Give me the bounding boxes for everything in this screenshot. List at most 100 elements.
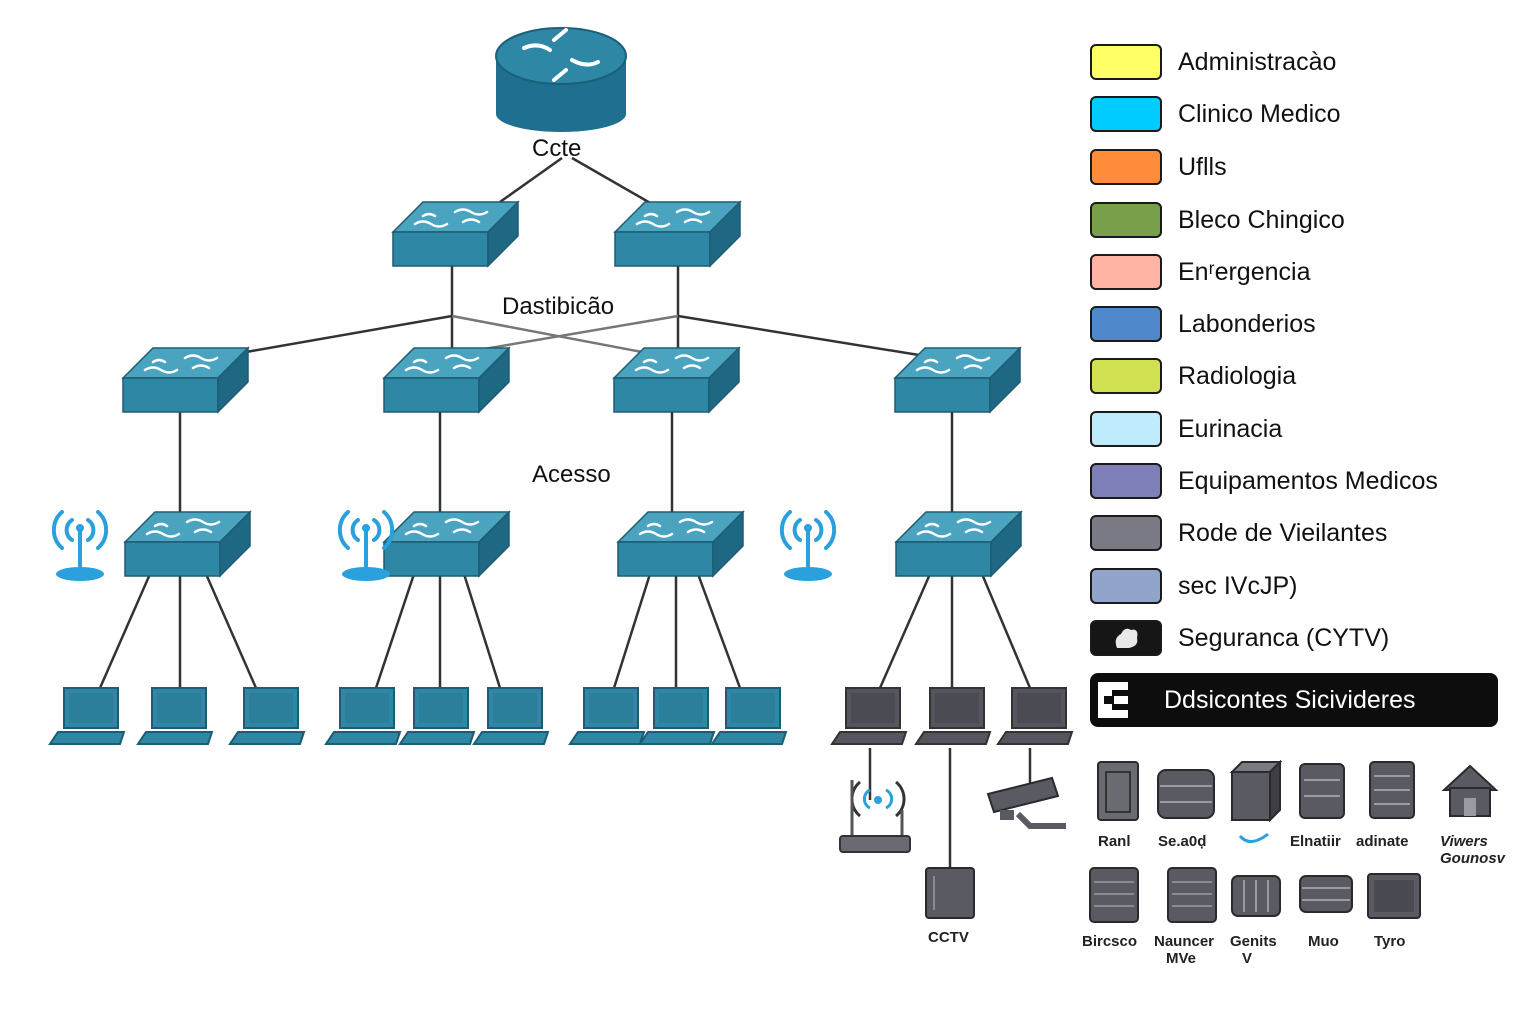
- legend-label: Seguranca (CYTV): [1178, 623, 1390, 652]
- legend-item[interactable]: Enʳergencia: [1090, 252, 1310, 292]
- legend-label: sec IVcJP): [1178, 571, 1298, 600]
- legend-swatch: [1090, 306, 1162, 342]
- server-label: Se.a0ḑ: [1158, 833, 1206, 850]
- wifi-access-point-icon[interactable]: [779, 510, 837, 583]
- legend-swatch: [1090, 620, 1162, 656]
- cctv-server-icon[interactable]: [925, 867, 975, 919]
- access-switch-icon[interactable]: [123, 510, 252, 578]
- laptop-icon[interactable]: [325, 687, 401, 745]
- laptop-icon[interactable]: [473, 687, 549, 745]
- wifi-access-point-icon[interactable]: [51, 510, 109, 583]
- aggregation-switch-icon[interactable]: [612, 346, 741, 414]
- legend-item[interactable]: Radiologia: [1090, 356, 1296, 396]
- legend-label: Administracào: [1178, 47, 1337, 76]
- server-icon-adinate[interactable]: [1369, 761, 1415, 819]
- security-hand-icon: [1115, 628, 1138, 648]
- laptop-icon[interactable]: [711, 687, 787, 745]
- access-switch-icon[interactable]: [894, 510, 1023, 578]
- legend-swatch: [1090, 254, 1162, 290]
- laptop-icon[interactable]: [831, 687, 907, 745]
- legend-item[interactable]: Rode de Vieilantes: [1090, 513, 1387, 553]
- legend-label: Radiologia: [1178, 361, 1297, 390]
- server-label: adinate: [1356, 833, 1409, 850]
- document-icon: [1096, 680, 1134, 720]
- server-icon-sead[interactable]: [1157, 769, 1215, 819]
- server-label: Viwers Gounosv: [1440, 833, 1507, 867]
- banner-label: Ddsicontes Sicivideres: [1164, 685, 1416, 714]
- legend-item[interactable]: Clinico Medico: [1090, 94, 1341, 134]
- servers-banner[interactable]: Ddsicontes Sicivideres: [1090, 673, 1498, 727]
- laptop-icon[interactable]: [997, 687, 1073, 745]
- server-icon-genits[interactable]: [1231, 875, 1281, 917]
- legend-swatch: [1090, 44, 1162, 80]
- legend-label: Uflls: [1178, 152, 1227, 181]
- server-icon-ranl[interactable]: [1097, 761, 1139, 821]
- aggregation-switch-icon[interactable]: [893, 346, 1022, 414]
- server-icon-nauncer[interactable]: [1167, 867, 1217, 923]
- legend-item[interactable]: Eurinacia: [1090, 409, 1282, 449]
- legend-label: Eurinacia: [1178, 414, 1283, 443]
- distribution-switch-icon[interactable]: [613, 200, 742, 268]
- server-label: Elnatiir: [1290, 833, 1341, 850]
- legend-swatch: [1090, 358, 1162, 394]
- core-router-icon[interactable]: [495, 27, 627, 132]
- server-label-line: Gounosv: [1440, 850, 1507, 867]
- server-label-line: Nauncer: [1154, 933, 1214, 950]
- legend-swatch: [1090, 568, 1162, 604]
- security-camera-icon[interactable]: [986, 776, 1066, 829]
- wireless-router-icon[interactable]: [839, 780, 911, 853]
- legend-label: Labonderios: [1178, 309, 1316, 338]
- legend-label: Clinico Medico: [1178, 99, 1341, 128]
- legend-swatch: [1090, 463, 1162, 499]
- legend-swatch: [1090, 515, 1162, 551]
- legend-item[interactable]: Administracào: [1090, 42, 1336, 82]
- distribution-label: Dastibicão: [502, 293, 614, 320]
- laptop-icon[interactable]: [399, 687, 475, 745]
- legend-item[interactable]: Equipamentos Medicos: [1090, 461, 1438, 501]
- laptop-icon[interactable]: [49, 687, 125, 745]
- aggregation-switch-icon[interactable]: [121, 346, 250, 414]
- server-icon-elnatiir[interactable]: [1299, 763, 1345, 819]
- legend-item[interactable]: Seguranca (CYTV): [1090, 618, 1389, 658]
- cctv-label: CCTV: [928, 929, 969, 946]
- legend-label: Enʳergencia: [1178, 257, 1311, 286]
- laptop-icon[interactable]: [639, 687, 715, 745]
- server-label-line: Viwers: [1440, 833, 1488, 850]
- laptop-icon[interactable]: [569, 687, 645, 745]
- server-label: Tyro: [1374, 933, 1405, 950]
- wifi-access-point-icon[interactable]: [337, 510, 395, 583]
- access-label: Acesso: [532, 461, 611, 488]
- access-switch-icon[interactable]: [382, 510, 511, 578]
- access-switch-icon[interactable]: [616, 510, 745, 578]
- aggregation-switch-icon[interactable]: [382, 346, 511, 414]
- server-icon-bircsco[interactable]: [1089, 867, 1139, 923]
- legend-swatch: [1090, 202, 1162, 238]
- server-label: Ranl: [1098, 833, 1131, 850]
- legend-item[interactable]: Bleco Chingico: [1090, 200, 1345, 240]
- server-label: Bircsco: [1082, 933, 1137, 950]
- server-icon-muo[interactable]: [1299, 875, 1353, 913]
- legend-label: Rode de Vieilantes: [1178, 518, 1388, 547]
- legend-label: Bleco Chingico: [1178, 205, 1345, 234]
- core-label: Ccte: [532, 135, 581, 162]
- server-label-line: MVe: [1166, 950, 1196, 967]
- legend-item[interactable]: Labonderios: [1090, 304, 1316, 344]
- laptop-icon[interactable]: [137, 687, 213, 745]
- legend-swatch: [1090, 411, 1162, 447]
- legend-swatch: [1090, 96, 1162, 132]
- server-label-line: Genits: [1230, 933, 1277, 950]
- links: [98, 156, 1032, 868]
- legend-item[interactable]: Uflls: [1090, 147, 1227, 187]
- server-icon-tower[interactable]: [1229, 759, 1283, 843]
- distribution-switch-icon[interactable]: [391, 200, 520, 268]
- laptop-icon[interactable]: [915, 687, 991, 745]
- legend-item[interactable]: sec IVcJP): [1090, 566, 1297, 606]
- server-icon-tyro[interactable]: [1367, 873, 1421, 919]
- legend-swatch: [1090, 149, 1162, 185]
- home-server-icon[interactable]: [1441, 764, 1499, 817]
- laptop-icon[interactable]: [229, 687, 305, 745]
- legend-label: Equipamentos Medicos: [1178, 466, 1438, 495]
